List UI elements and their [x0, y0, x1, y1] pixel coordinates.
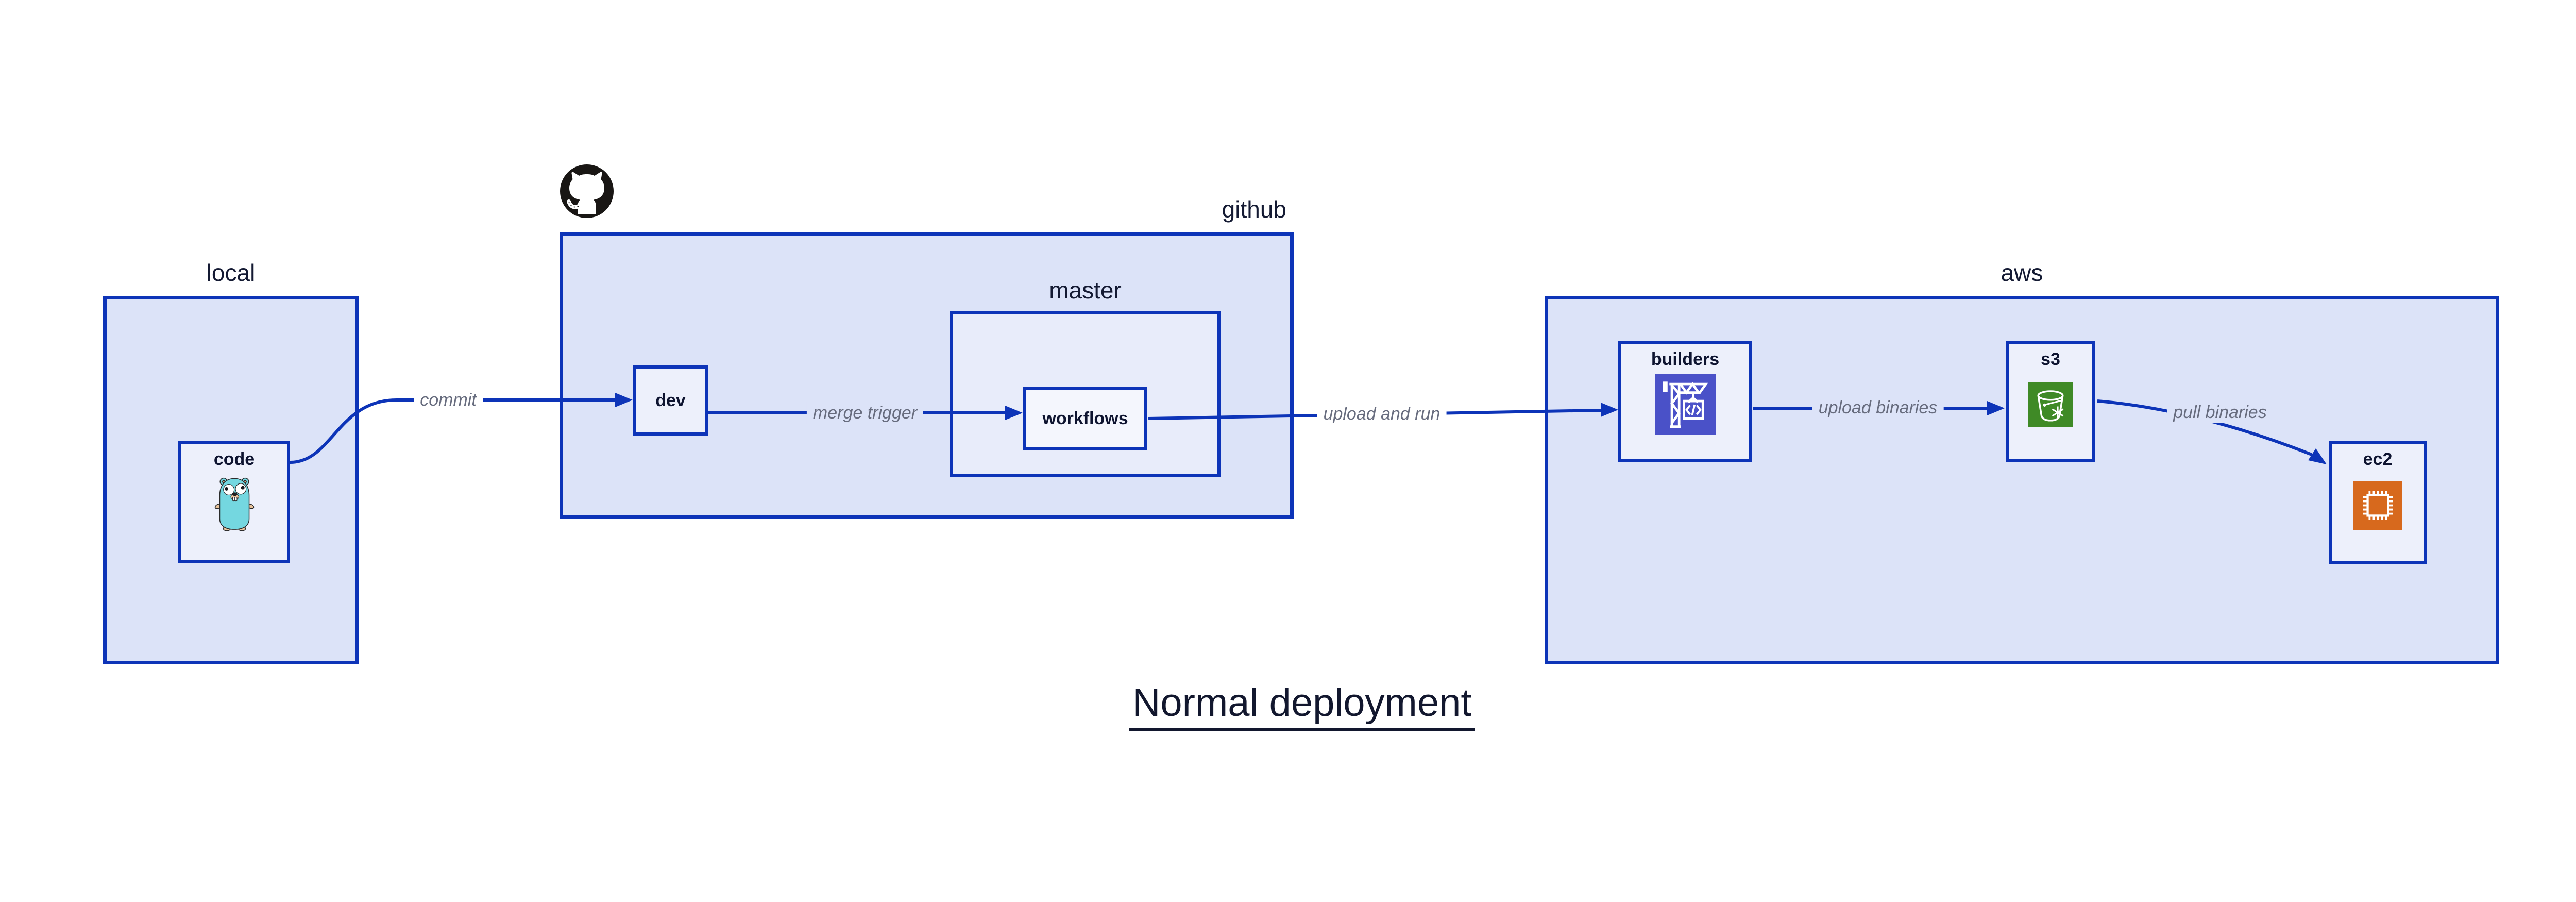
node-label-workflows: workflows — [1042, 408, 1128, 428]
go-gopher-icon — [214, 476, 255, 531]
edge-commit-line — [290, 398, 615, 464]
node-code: code — [178, 441, 290, 563]
node-workflows: workflows — [1023, 387, 1147, 450]
container-label-local: local — [206, 259, 256, 286]
diagram-title: Normal deployment — [1129, 681, 1475, 731]
edge-merge-trigger-arrowhead — [1005, 406, 1023, 420]
ec2-chip-icon — [2353, 481, 2402, 530]
s3-bucket-icon — [2028, 382, 2073, 427]
edge-commit-arrowhead — [615, 393, 633, 407]
node-label-dev: dev — [655, 391, 686, 410]
ec2-chip-svg — [2353, 481, 2402, 530]
container-label-aws: aws — [2001, 259, 2043, 286]
edge-upload-and-run-arrowhead — [1601, 403, 1618, 417]
github-octocat-icon — [560, 164, 614, 219]
codebuild-crane-svg — [1655, 374, 1716, 435]
node-label-code: code — [213, 449, 255, 469]
edge-upload-binaries-arrowhead — [1987, 401, 2005, 415]
node-dev: dev — [633, 365, 708, 436]
node-builders: builders — [1618, 341, 1752, 462]
github-octocat-svg — [560, 164, 614, 218]
edge-pull-binaries-arrowhead — [2308, 448, 2327, 464]
node-label-ec2: ec2 — [2363, 449, 2393, 469]
edge-label-commit: commit — [414, 389, 483, 411]
edge-label-pull-binaries: pull binaries — [2167, 402, 2273, 423]
container-label-master: master — [1049, 277, 1122, 304]
edge-label-merge-trigger: merge trigger — [806, 402, 924, 424]
node-label-builders: builders — [1651, 349, 1720, 369]
s3-bucket-svg — [2028, 382, 2073, 427]
edge-label-upload-binaries: upload binaries — [1812, 397, 1944, 419]
edge-label-upload-and-run: upload and run — [1317, 403, 1447, 425]
node-label-s3: s3 — [2041, 349, 2060, 369]
container-label-github: github — [1222, 196, 1286, 223]
node-s3: s3 — [2006, 341, 2095, 462]
codebuild-crane-icon — [1655, 374, 1716, 435]
go-gopher-svg — [214, 477, 254, 531]
node-ec2: ec2 — [2329, 441, 2427, 564]
